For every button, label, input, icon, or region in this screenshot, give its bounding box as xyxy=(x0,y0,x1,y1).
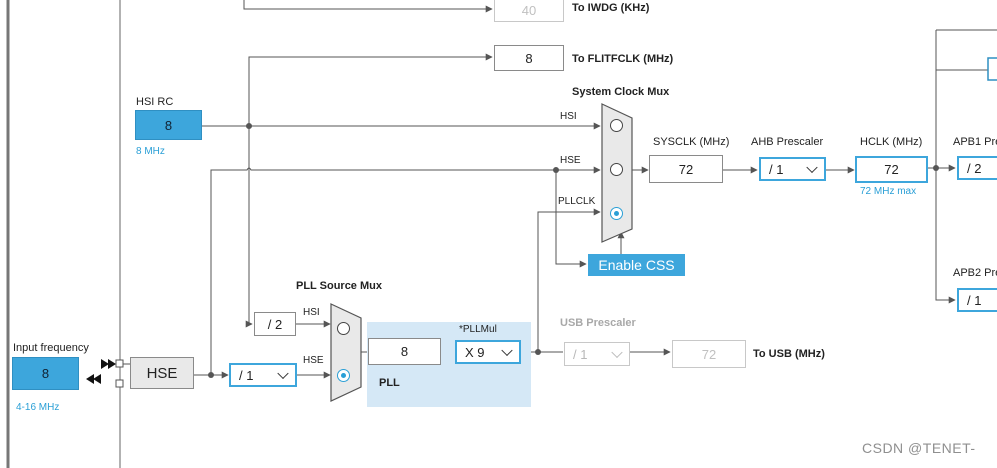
apb1-prescaler-label: APB1 Pre xyxy=(953,136,997,148)
input-frequency-value-box[interactable]: 8 xyxy=(12,357,79,390)
pll-mux-input-hse: HSE xyxy=(303,355,324,366)
chevron-down-icon xyxy=(277,367,289,380)
hsi-rc-freq: 8 MHz xyxy=(136,146,165,157)
hse-box: HSE xyxy=(130,357,194,389)
hse-prediv-select[interactable]: / 1 xyxy=(229,363,297,387)
chevron-down-icon xyxy=(806,161,818,174)
sysclk-radio-pllclk[interactable] xyxy=(610,207,623,220)
pll-mux-input-hsi: HSI xyxy=(303,307,320,318)
pll-source-mux-title: PLL Source Mux xyxy=(296,280,382,292)
hclk-max: 72 MHz max xyxy=(860,186,917,197)
sysclk-mux-input-hsi: HSI xyxy=(560,111,577,122)
pllmul-label: *PLLMul xyxy=(459,324,497,335)
hsi-div2-box: / 2 xyxy=(254,312,296,336)
flitfclk-value-box: 8 xyxy=(494,45,564,71)
usb-value-box: 72 xyxy=(672,340,746,368)
enable-css-button[interactable]: Enable CSS xyxy=(588,254,685,276)
usb-prescaler-label: USB Prescaler xyxy=(560,317,636,329)
watermark-text: CSDN @TENET- xyxy=(862,440,976,456)
input-frequency-title: Input frequency xyxy=(13,342,89,354)
sysclk-mux-input-pllclk: PLLCLK xyxy=(558,196,596,207)
chevron-down-icon xyxy=(501,344,513,357)
chevron-down-icon xyxy=(611,346,623,359)
pll-source-radio-hse[interactable] xyxy=(337,369,350,382)
iwdg-value-box: 40 xyxy=(494,0,564,22)
sysclk-label: SYSCLK (MHz) xyxy=(653,136,730,148)
pll-source-radio-hsi[interactable] xyxy=(337,322,350,335)
input-frequency-range: 4-16 MHz xyxy=(16,402,60,413)
hclk-label: HCLK (MHz) xyxy=(860,136,923,148)
usb-prescaler-select[interactable]: / 1 xyxy=(564,342,630,366)
ahb-prescaler-label: AHB Prescaler xyxy=(751,136,824,148)
sysclk-value-box: 72 xyxy=(649,155,723,183)
apb1-prescaler-select[interactable]: / 2 xyxy=(957,156,997,180)
flitfclk-label: To FLITFCLK (MHz) xyxy=(572,53,674,65)
sysclk-radio-hse[interactable] xyxy=(610,163,623,176)
apb2-prescaler-select[interactable]: / 1 xyxy=(957,288,997,312)
pll-input-value-box: 8 xyxy=(368,338,441,365)
system-clock-mux-title: System Clock Mux xyxy=(572,86,670,98)
sysclk-radio-hsi[interactable] xyxy=(610,119,623,132)
apb2-prescaler-label: APB2 Pre xyxy=(953,267,997,279)
iwdg-label: To IWDG (KHz) xyxy=(572,2,650,14)
ahb-prescaler-select[interactable]: / 1 xyxy=(759,157,826,181)
hsi-rc-value-box[interactable]: 8 xyxy=(135,110,202,140)
pll-source-mux-shape xyxy=(330,303,362,402)
pll-label: PLL xyxy=(379,377,400,389)
sysclk-mux-input-hse: HSE xyxy=(560,155,581,166)
usb-to-label: To USB (MHz) xyxy=(753,348,825,360)
pllmul-select[interactable]: X 9 xyxy=(455,340,521,364)
hsi-rc-title: HSI RC xyxy=(136,96,174,108)
hclk-value-input[interactable]: 72 xyxy=(855,156,928,183)
